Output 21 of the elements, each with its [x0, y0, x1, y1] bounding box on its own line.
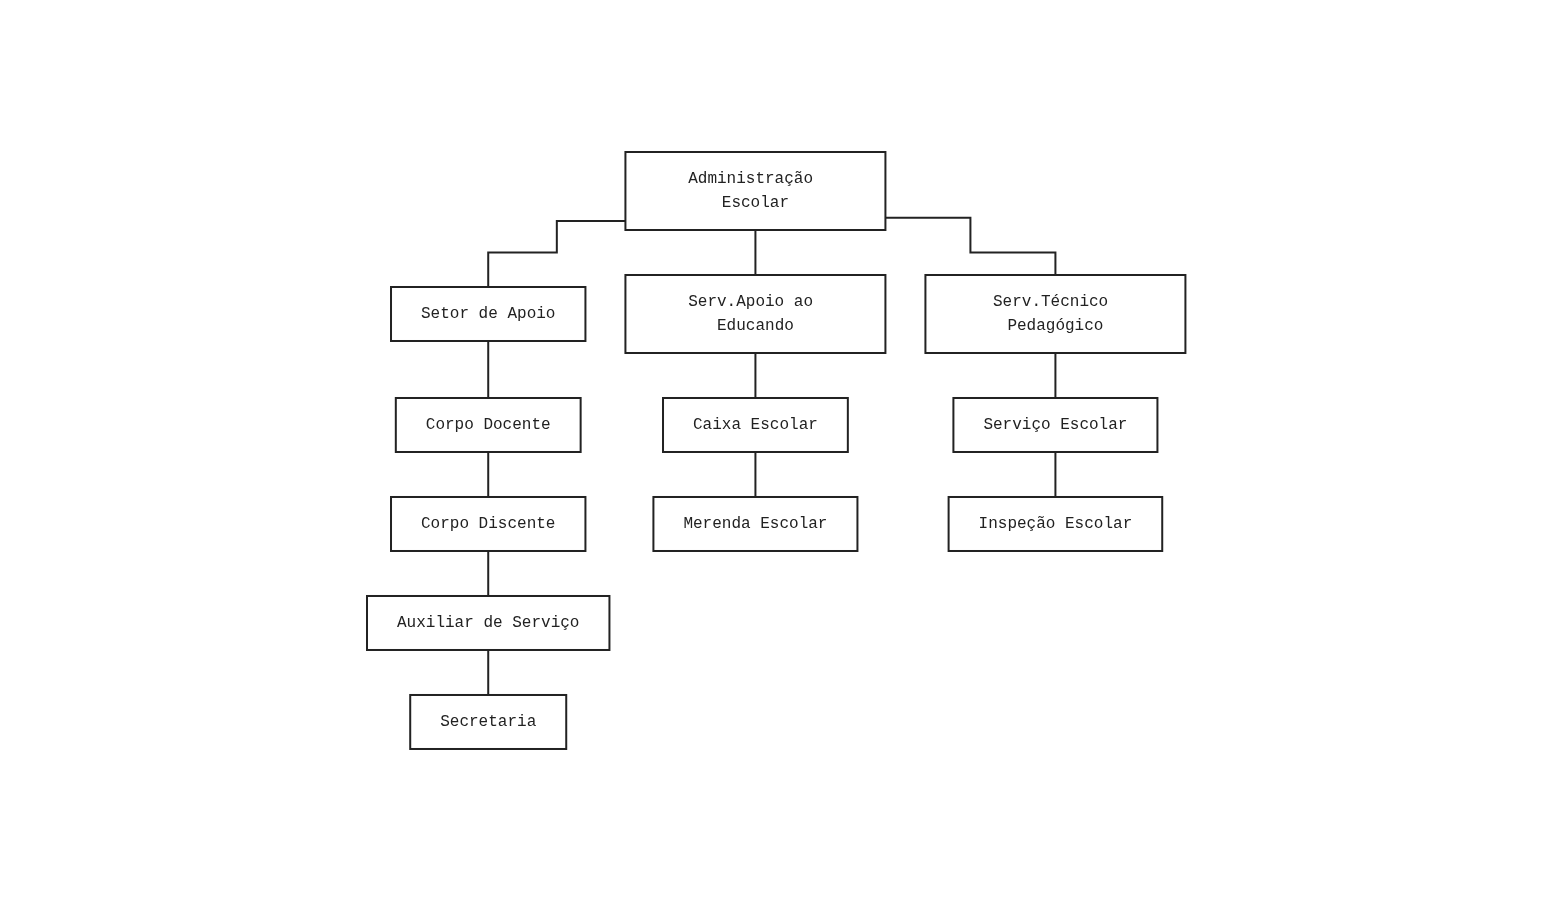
connector	[754, 229, 757, 276]
connector	[487, 550, 489, 597]
connector	[754, 451, 757, 498]
connector	[487, 649, 489, 696]
node-box: Serviço Escolar	[952, 397, 1159, 453]
node-box: Serv.Técnico Pedagógico	[924, 274, 1187, 354]
connector	[754, 352, 757, 399]
node-box: Corpo Docente	[394, 397, 582, 453]
node-box: Caixa Escolar	[661, 397, 849, 453]
node-box: Corpo Discente	[389, 496, 587, 552]
connector	[1054, 352, 1057, 399]
connector	[1054, 451, 1057, 498]
connector	[487, 340, 489, 399]
node-box: Inspeção Escolar	[947, 496, 1163, 552]
node-box: Serv.Apoio ao Educando	[624, 274, 887, 354]
connector	[487, 451, 489, 498]
node-box: Merenda Escolar	[652, 496, 859, 552]
node-box: Administração Escolar	[624, 151, 887, 231]
node-box: Setor de Apoio	[389, 286, 587, 342]
node-box: Secretaria	[409, 694, 567, 750]
node-box: Auxiliar de Serviço	[365, 595, 611, 651]
